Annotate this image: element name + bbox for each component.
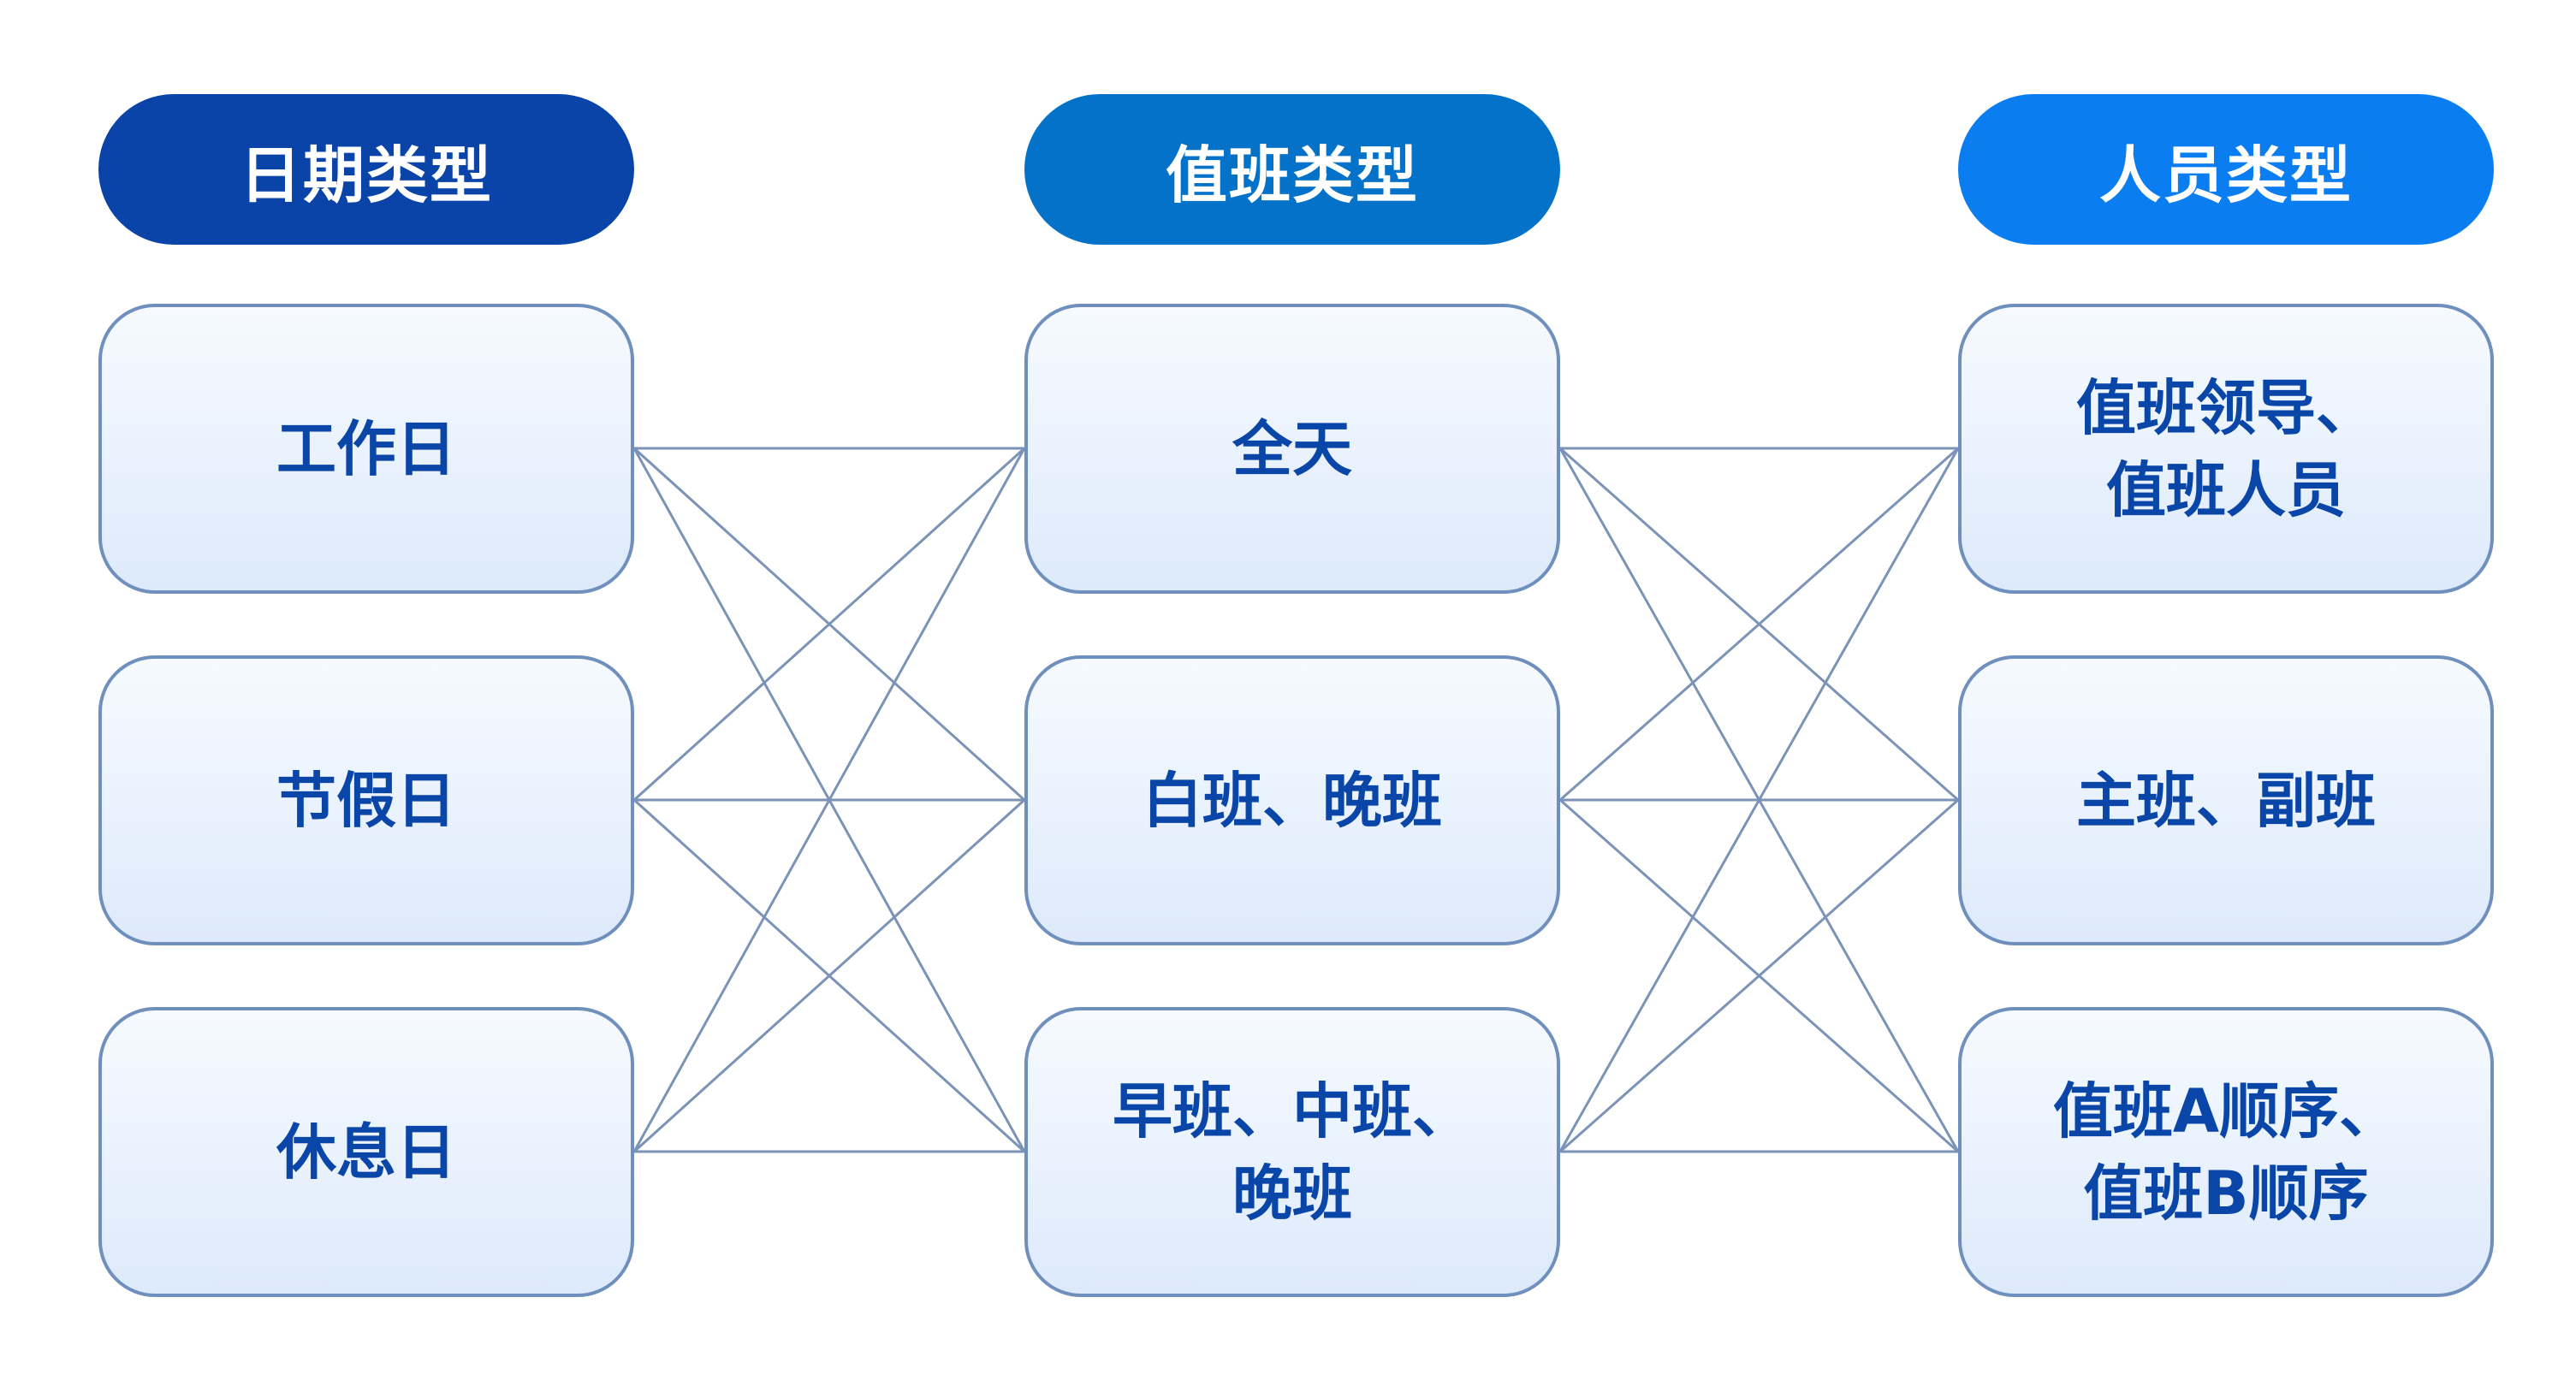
node-label: 全天 [1232,413,1352,484]
connector-0-1-0 [632,447,1026,802]
header-personnel-type: 人员类型 [1958,94,2494,245]
connector-1-2-0 [1558,447,1960,1152]
node-date-restday: 休息日 [98,1007,634,1297]
node-shift-day-night: 白班、晚班 [1024,655,1560,945]
node-person-leader-staff: 值班领导、 值班人员 [1958,304,2494,594]
header-shift-type: 值班类型 [1024,94,1560,245]
node-date-holiday: 节假日 [98,655,634,945]
node-label: 值班A顺序、 值班B顺序 [2052,1075,2400,1229]
connector-1-1-0 [1559,447,1959,802]
connector-0-2-0 [632,447,1026,1152]
connector-1-2-1 [1559,798,1959,1153]
node-label: 主班、副班 [2076,765,2376,836]
node-shift-morning-mid-night: 早班、中班、 晚班 [1024,1007,1560,1297]
connector-0-2-1 [632,798,1026,1153]
node-label: 节假日 [276,765,456,836]
node-label: 工作日 [276,413,456,484]
header-date-type: 日期类型 [98,94,634,245]
node-label: 值班领导、 值班人员 [2076,372,2376,525]
node-label: 早班、中班、 晚班 [1113,1075,1472,1229]
node-date-workday: 工作日 [98,304,634,594]
node-person-order-a-b: 值班A顺序、 值班B顺序 [1958,1007,2494,1297]
node-person-main-deputy: 主班、副班 [1958,655,2494,945]
node-label: 白班、晚班 [1143,765,1442,836]
node-shift-fullday: 全天 [1024,304,1560,594]
node-label: 休息日 [276,1117,456,1188]
